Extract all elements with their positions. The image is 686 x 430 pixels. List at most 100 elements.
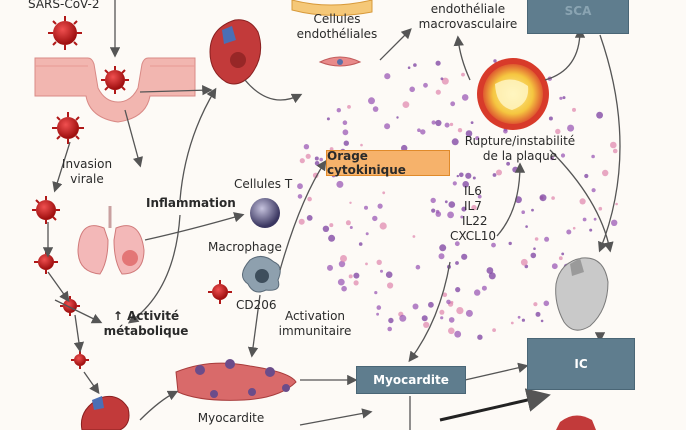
cytokine-dot bbox=[337, 278, 345, 286]
cytokine-dot bbox=[417, 128, 421, 132]
cytokine-dot bbox=[299, 158, 305, 164]
cellules-t-label: Cellules T bbox=[234, 177, 293, 191]
cytokine-dot bbox=[521, 318, 526, 322]
cytokine-dot bbox=[506, 161, 510, 166]
cytokine-dot bbox=[336, 180, 344, 188]
macrophage-label: Macrophage bbox=[208, 240, 282, 254]
cytokine-dot bbox=[558, 256, 563, 261]
cytokine-dot bbox=[349, 226, 353, 229]
cytokine-dot bbox=[612, 148, 618, 154]
cytokine-dot bbox=[298, 218, 305, 225]
endotheliale-macrovasculaire-label: endothéliale macrovasculaire bbox=[408, 2, 528, 32]
cytokine-dot bbox=[477, 334, 483, 340]
cytokine-dot bbox=[342, 120, 348, 125]
cytokine-dot bbox=[543, 300, 550, 307]
cytokine-dot bbox=[461, 253, 468, 260]
cytokine-dot bbox=[446, 299, 451, 305]
cytokine-dot bbox=[407, 66, 411, 69]
cytokine-dot bbox=[561, 252, 565, 256]
cytokine-dot bbox=[435, 209, 440, 214]
cytokine-dot bbox=[435, 89, 441, 95]
cellules-endo-line-2: endothéliales bbox=[296, 27, 378, 41]
lungs-illustration bbox=[77, 206, 145, 275]
cytokine-dot bbox=[353, 272, 360, 279]
cytokine-dot bbox=[455, 261, 459, 265]
cytokine-dot bbox=[465, 309, 473, 317]
cytokine-dot bbox=[474, 289, 481, 296]
cytokine-dot bbox=[439, 244, 447, 252]
cytokine-dot bbox=[566, 229, 572, 235]
myocardite-tissue-illustration bbox=[175, 359, 297, 401]
cytokine-dot bbox=[319, 157, 324, 162]
cytokine-dot bbox=[448, 317, 455, 323]
cytokine-dot bbox=[353, 280, 359, 286]
activite-metabolique-label: ↑ Activité métabolique bbox=[96, 309, 196, 339]
cytokine-dot bbox=[372, 215, 378, 222]
cytokine-dot bbox=[584, 173, 589, 179]
cytokine-dot bbox=[555, 128, 561, 135]
cytokine-dot bbox=[591, 154, 595, 159]
cytokine-dot bbox=[471, 204, 477, 211]
cytokine-dot bbox=[503, 129, 508, 134]
cytokine-dot bbox=[448, 201, 456, 208]
cytokine-dot bbox=[447, 211, 454, 219]
cytokine-dot bbox=[412, 235, 416, 238]
cytokine-dot bbox=[326, 117, 330, 121]
cytokine-dot bbox=[345, 220, 351, 226]
cytokine-dot bbox=[456, 174, 459, 178]
cytokine-dot bbox=[349, 201, 352, 204]
invasion-virale-label: Invasion virale bbox=[60, 157, 114, 187]
cytokine-dot bbox=[582, 217, 587, 222]
cytokine-dot bbox=[456, 307, 464, 315]
cytokine-dot bbox=[596, 111, 603, 119]
cytokine-dot bbox=[365, 262, 368, 266]
endothelial-cells-illustration bbox=[291, 0, 373, 67]
cytokine-dot bbox=[338, 260, 346, 268]
cytokine-dot bbox=[454, 241, 460, 247]
activite-line-1: ↑ Activité bbox=[112, 309, 180, 323]
cytokine-dot bbox=[477, 194, 482, 199]
cytokine-dot bbox=[448, 327, 455, 335]
cytokine-dot bbox=[562, 96, 566, 100]
cytokine-dot bbox=[460, 215, 464, 219]
cytokine-dot bbox=[551, 263, 558, 270]
cytokine-dot bbox=[385, 271, 393, 279]
cytokine-dot bbox=[492, 328, 496, 332]
cytokine-dot bbox=[598, 206, 603, 211]
cytokine-dot bbox=[444, 122, 450, 128]
cytokine-dot bbox=[551, 196, 555, 200]
cytokine-dot bbox=[544, 236, 550, 242]
cytokine-dot bbox=[450, 300, 454, 304]
cytokine-dot bbox=[413, 63, 417, 67]
cytokine-dot bbox=[399, 314, 407, 322]
cytokine-dot bbox=[572, 226, 576, 230]
cytokine-dot bbox=[358, 242, 363, 246]
cytokine-list: IL6 IL7 IL22 CXCL10 bbox=[450, 184, 496, 244]
cytokine-dot bbox=[303, 144, 310, 150]
cytokine-dot bbox=[409, 86, 416, 93]
cytokine-dot bbox=[379, 222, 387, 230]
cytokine-dot bbox=[327, 264, 333, 271]
cytokine-dot bbox=[454, 330, 462, 338]
cytokine-dot bbox=[486, 267, 494, 274]
cytokine-dot bbox=[384, 73, 391, 80]
cytokine-dot bbox=[421, 315, 428, 322]
cytokine-dot bbox=[450, 101, 456, 107]
cytokine-dot bbox=[470, 121, 474, 124]
cytokine-dot bbox=[591, 188, 596, 193]
cytokine-dot bbox=[461, 94, 469, 101]
myocardite-box: Myocardite bbox=[356, 366, 466, 394]
cytokine-dot bbox=[593, 217, 597, 221]
cytokine-dot bbox=[481, 285, 487, 291]
cytokine-dot bbox=[347, 105, 351, 109]
invasion-line-2: virale bbox=[70, 172, 104, 186]
endo-macro-line-2: macrovasculaire bbox=[418, 17, 518, 31]
cytokine-dot bbox=[376, 259, 382, 265]
cytokine-dot bbox=[412, 303, 419, 310]
cytokine-dot bbox=[579, 198, 586, 205]
cytokine-dot bbox=[348, 274, 353, 279]
cytokine-dot bbox=[560, 153, 566, 158]
cytokine-dot bbox=[387, 282, 394, 289]
endo-macro-line-1: endothéliale bbox=[430, 2, 506, 16]
cytokine-dot bbox=[420, 129, 426, 135]
